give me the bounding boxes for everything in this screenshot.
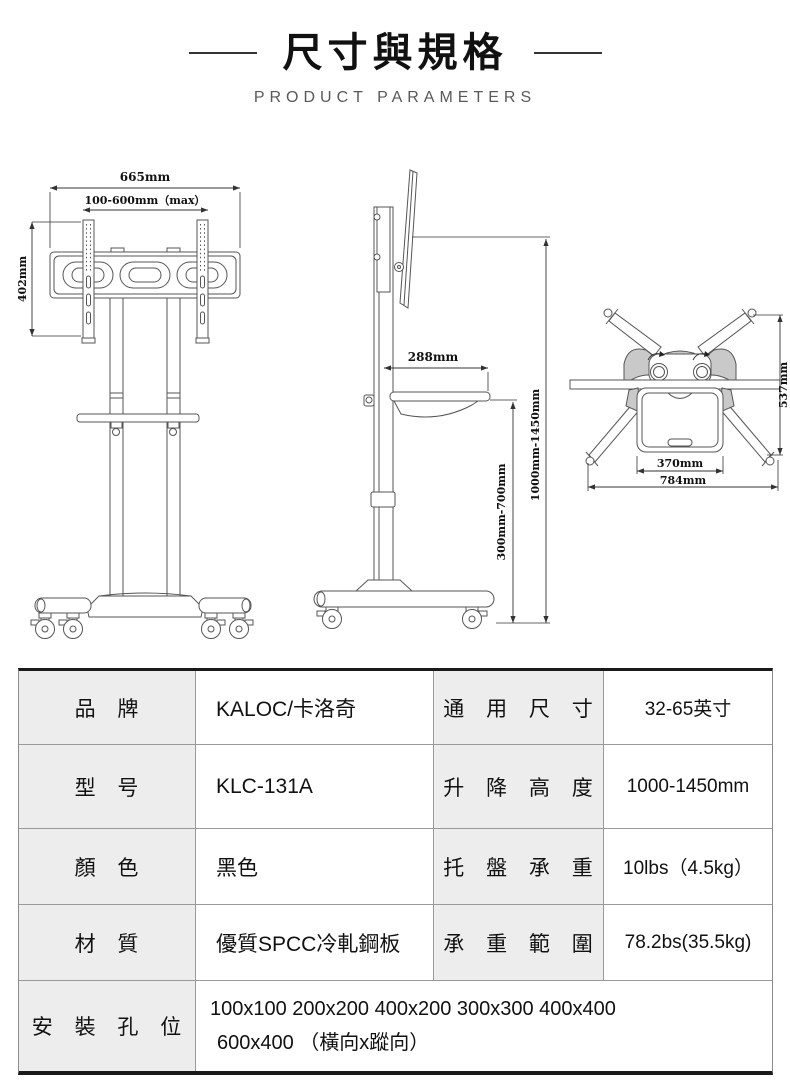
spec-label-lift-height: 升 降 高 度 bbox=[434, 745, 604, 829]
dim-tray-depth-label: 288mm bbox=[408, 350, 459, 364]
header: 尺寸與規格 PRODUCT PARAMETERS bbox=[0, 30, 790, 107]
spec-value-model: KLC-131A bbox=[196, 745, 434, 829]
crossbar bbox=[49, 247, 241, 299]
dim-tray-height-range-label: 300mm-700mm bbox=[495, 463, 508, 560]
spec-label-fit-size: 通 用 尺 寸 bbox=[434, 671, 604, 745]
dim-overall-height-range: 1000mm-1450mm bbox=[412, 236, 550, 624]
dim-base-depth: 537mm bbox=[753, 314, 790, 456]
dim-tray-width: 370mm bbox=[636, 456, 724, 474]
dim-bracket-width-range-label: 100-600mm（max） bbox=[84, 194, 205, 207]
base-and-casters bbox=[30, 592, 254, 639]
title-rule-right bbox=[533, 52, 602, 54]
top-view-drawing: 370mm 784mm 537mm bbox=[569, 308, 790, 491]
spec-label-material: 材 質 bbox=[19, 905, 196, 981]
vesa-rails bbox=[81, 219, 210, 344]
dim-bracket-width-range: 100-600mm（max） bbox=[83, 194, 208, 213]
lift-poles bbox=[109, 297, 181, 601]
title-rule-left bbox=[188, 52, 257, 54]
dim-bracket-height-label: 402mm bbox=[16, 256, 29, 303]
spec-label-mount-holes: 安 裝 孔 位 bbox=[19, 981, 196, 1071]
spec-label-model: 型 号 bbox=[19, 745, 196, 829]
front-view-drawing: 665mm 100-600mm（max） 402mm bbox=[16, 170, 254, 639]
side-tray bbox=[363, 391, 491, 418]
top-tray bbox=[636, 387, 724, 453]
dim-overall-height-range-label: 1000mm-1450mm bbox=[529, 388, 542, 501]
spec-value-fit-size: 32-65英寸 bbox=[604, 671, 772, 745]
spec-label-load-range: 承 重 範 圍 bbox=[434, 905, 604, 981]
dim-tray-height-range: 300mm-700mm bbox=[490, 399, 517, 623]
spec-value-lift-height: 1000-1450mm bbox=[604, 745, 772, 829]
spec-value-tray-load: 10lbs（4.5kg） bbox=[604, 829, 772, 905]
dim-tray-depth: 288mm bbox=[384, 350, 489, 391]
spec-value-material: 優質SPCC冷軋鋼板 bbox=[196, 905, 434, 981]
mount-holes-line2: 600x400 （橫向x蹤向） bbox=[217, 1032, 430, 1054]
title-row: 尺寸與規格 bbox=[0, 30, 790, 76]
spec-value-brand: KALOC/卡洛奇 bbox=[196, 671, 434, 745]
side-base bbox=[313, 579, 495, 629]
page-title: 尺寸與規格 bbox=[282, 31, 508, 75]
middle-shelf bbox=[76, 413, 200, 436]
dim-base-width-label: 784mm bbox=[660, 474, 707, 487]
spec-table: 品 牌 KALOC/卡洛奇 通 用 尺 寸 32-65英寸 型 号 KLC-13… bbox=[18, 668, 773, 1075]
mount-holes-line1: 100x100 200x200 400x200 300x300 400x400 bbox=[210, 997, 616, 1020]
dim-total-width-label: 665mm bbox=[120, 170, 171, 184]
dim-base-depth-label: 537mm bbox=[777, 362, 790, 409]
spec-value-mount-holes: 100x100 200x200 400x200 300x300 400x400 … bbox=[196, 981, 772, 1071]
dim-bracket-height: 402mm bbox=[16, 221, 81, 337]
spec-label-brand: 品 牌 bbox=[19, 671, 196, 745]
center-bracket bbox=[623, 348, 737, 387]
dim-total-width: 665mm bbox=[49, 170, 241, 248]
spec-value-load-range: 78.2bs(35.5kg) bbox=[604, 905, 772, 981]
spec-label-tray-load: 托 盤 承 重 bbox=[434, 829, 604, 905]
tv-panel bbox=[373, 169, 418, 309]
dim-base-width: 784mm bbox=[587, 460, 779, 491]
page-subtitle: PRODUCT PARAMETERS bbox=[253, 89, 537, 106]
dim-tray-width-label: 370mm bbox=[657, 457, 704, 470]
spec-label-color: 顏 色 bbox=[19, 829, 196, 905]
spec-value-color: 黑色 bbox=[196, 829, 434, 905]
side-view-drawing: 288mm 300mm-700mm 1000mm-1450mm bbox=[313, 169, 550, 629]
